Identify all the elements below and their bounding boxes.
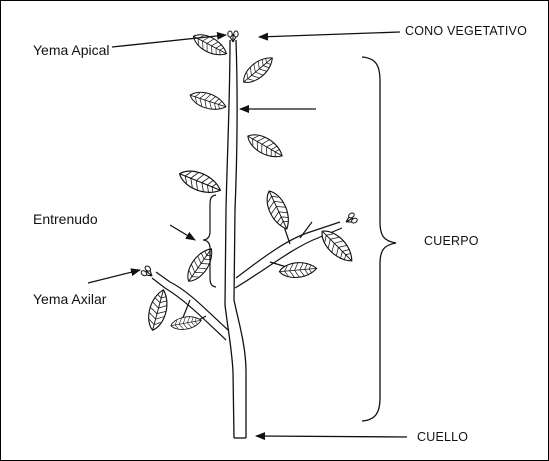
label-arrows <box>88 32 407 437</box>
entrenudo-bracket <box>203 195 216 287</box>
stem <box>225 40 246 438</box>
label-yema-axilar: Yema Axilar <box>33 291 106 307</box>
cuerpo-brace <box>362 57 396 421</box>
label-cono-vegetativo: CONO VEGETATIVO <box>405 24 527 38</box>
label-entrenudo: Entrenudo <box>33 211 98 227</box>
label-cuello: CUELLO <box>417 430 468 444</box>
leaves <box>144 29 357 332</box>
label-yema-apical: Yema Apical <box>33 42 110 58</box>
label-cuerpo: CUERPO <box>424 234 479 248</box>
